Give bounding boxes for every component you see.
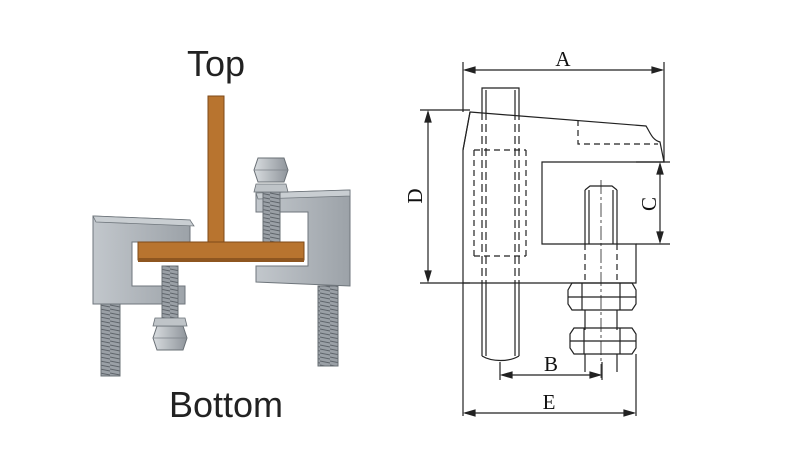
dimension-d-label: D [403, 188, 427, 203]
double-hex-nuts [567, 282, 637, 372]
left-clamp-body [92, 215, 191, 305]
bottom-label: Bottom [169, 384, 283, 425]
dimension-e-label: E [543, 390, 556, 414]
dimension-e [462, 283, 637, 417]
hidden-line-top [577, 120, 658, 145]
dimension-b-label: B [544, 352, 558, 376]
assembly-illustration: Top Bottom [92, 43, 351, 425]
dimension-d [420, 109, 470, 284]
dimension-c [636, 161, 670, 245]
dimension-b [499, 362, 603, 380]
left-threaded-bolt [100, 303, 121, 377]
clamp-profile-outline [462, 111, 665, 284]
dimension-a-label: A [555, 47, 571, 71]
set-screw-drawing [584, 180, 618, 380]
vertical-through-bolt [473, 87, 527, 362]
right-threaded-bolt [317, 285, 339, 367]
upper-set-screw [262, 191, 281, 245]
technical-drawing: A D [403, 47, 670, 417]
dimension-a [462, 62, 665, 162]
lower-set-screw [161, 265, 179, 323]
top-label: Top [187, 43, 245, 84]
t-beam [137, 95, 305, 262]
dimension-c-label: C [637, 197, 661, 211]
